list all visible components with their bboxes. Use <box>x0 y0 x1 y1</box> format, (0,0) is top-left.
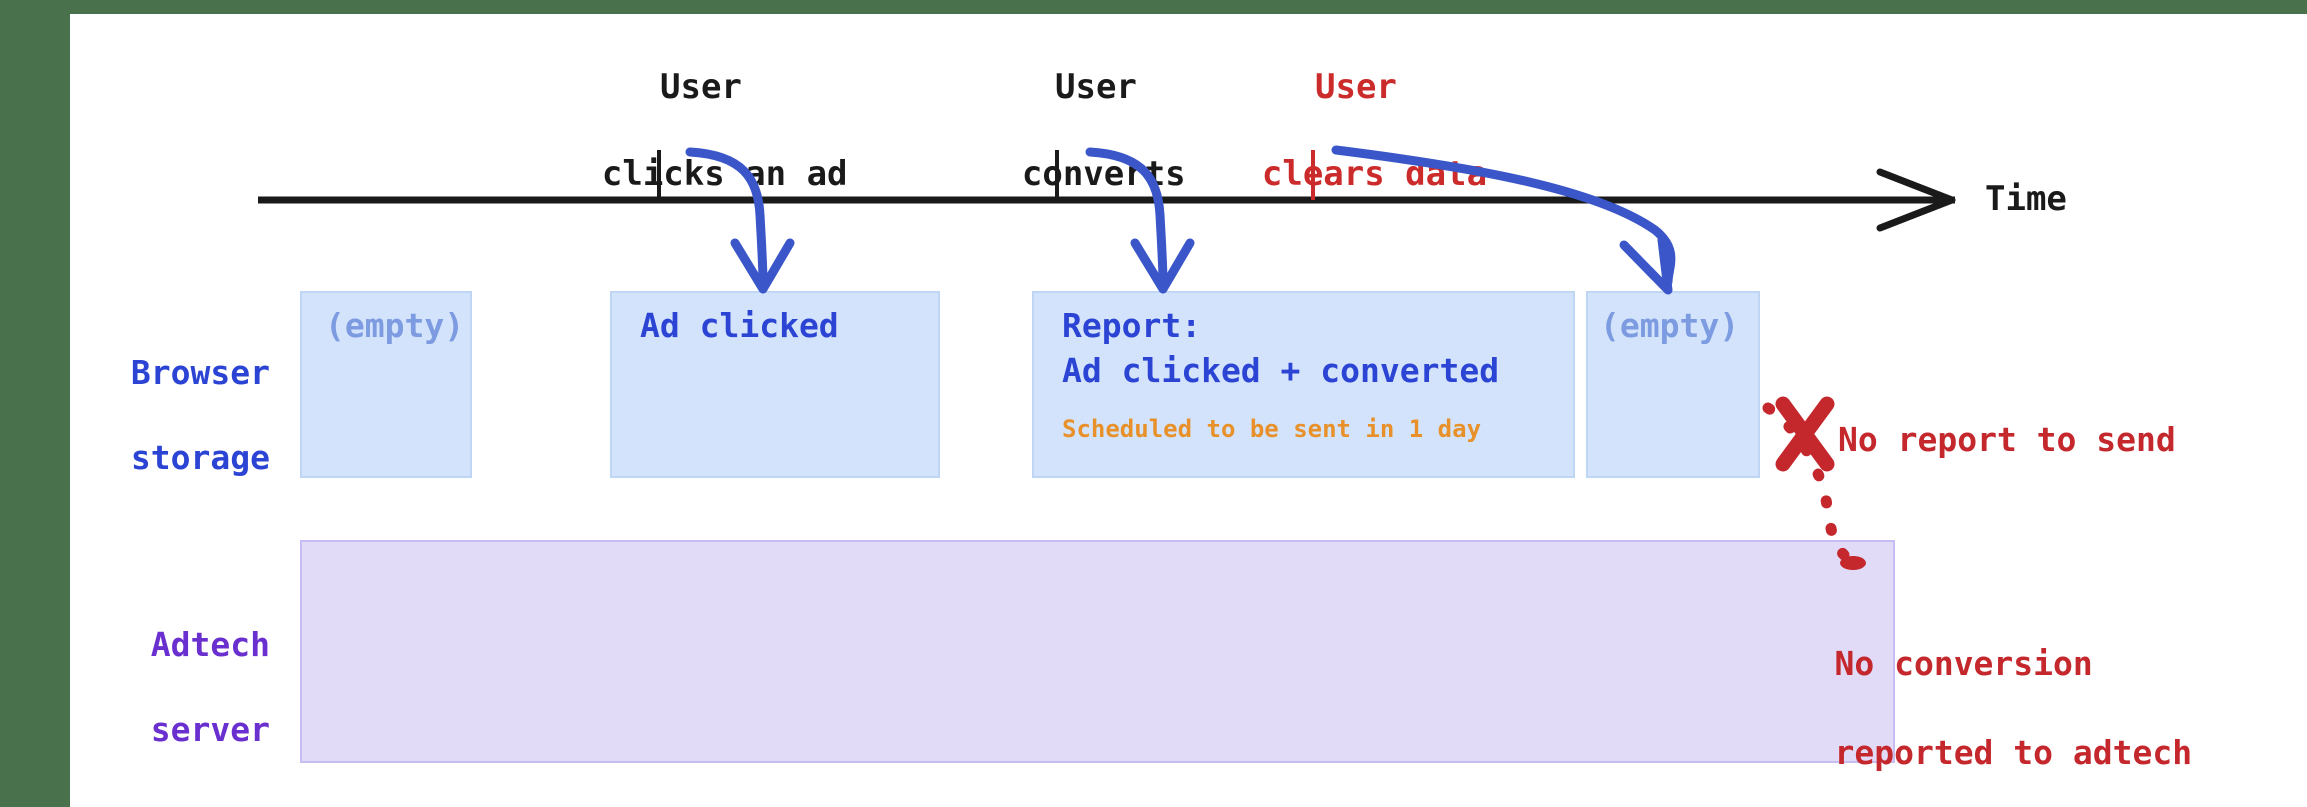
browser-label-line1: Browser <box>130 353 270 393</box>
arrow-click-to-storage-head-icon <box>730 238 795 294</box>
storage-box-initial <box>300 291 472 478</box>
storage-box-initial-text: (empty) <box>325 306 465 345</box>
adtech-label-line2: server <box>150 709 270 749</box>
browser-label-line2: storage <box>130 437 270 477</box>
time-axis-label: Time <box>1985 179 2067 219</box>
blocked-report-path <box>1762 402 1856 566</box>
event-clear-line1: User <box>1315 66 1397 107</box>
no-conversion-line1: No conversion <box>1834 643 2093 683</box>
storage-box-report-body: Ad clicked + converted <box>1062 351 1500 390</box>
arrow-convert-to-storage-head-icon <box>1130 238 1195 294</box>
arrow-click-to-storage <box>685 147 768 287</box>
storage-box-clicked-text: Ad clicked <box>640 306 839 345</box>
timeline-event-convert-label: User converts <box>940 22 1186 240</box>
blocked-report-path-end-dot <box>1840 556 1866 570</box>
arrow-convert-to-storage <box>1085 147 1168 287</box>
storage-box-report-title: Report: <box>1062 306 1202 345</box>
blocked-x-icon <box>1775 396 1835 472</box>
adtech-label-line1: Adtech <box>150 625 270 665</box>
storage-box-cleared-text: (empty) <box>1600 306 1740 345</box>
storage-box-clicked <box>610 291 940 478</box>
annotation-no-report-to-send: No report to send <box>1838 420 2176 459</box>
arrow-clear-to-storage-head-icon <box>1619 235 1673 295</box>
annotation-no-conversion-reported: No conversion reported to adtech <box>1755 597 2192 807</box>
event-convert-line1: User <box>1055 66 1137 107</box>
timeline-arrowhead-icon <box>1876 168 1956 232</box>
arrow-clear-to-storage <box>1331 145 1676 287</box>
row-label-browser-storage: Browser storage <box>40 310 270 521</box>
page-frame-top <box>0 0 2307 14</box>
page-frame-left <box>0 0 70 807</box>
event-click-line1: User <box>660 66 742 107</box>
storage-box-cleared <box>1586 291 1760 478</box>
row-label-adtech-server: Adtech server <box>40 582 270 793</box>
adtech-server-box <box>300 540 1895 763</box>
storage-box-report-schedule-note: Scheduled to be sent in 1 day <box>1062 415 1482 443</box>
no-conversion-line2: reported to adtech <box>1834 732 2193 772</box>
storage-box-report <box>1032 291 1575 478</box>
